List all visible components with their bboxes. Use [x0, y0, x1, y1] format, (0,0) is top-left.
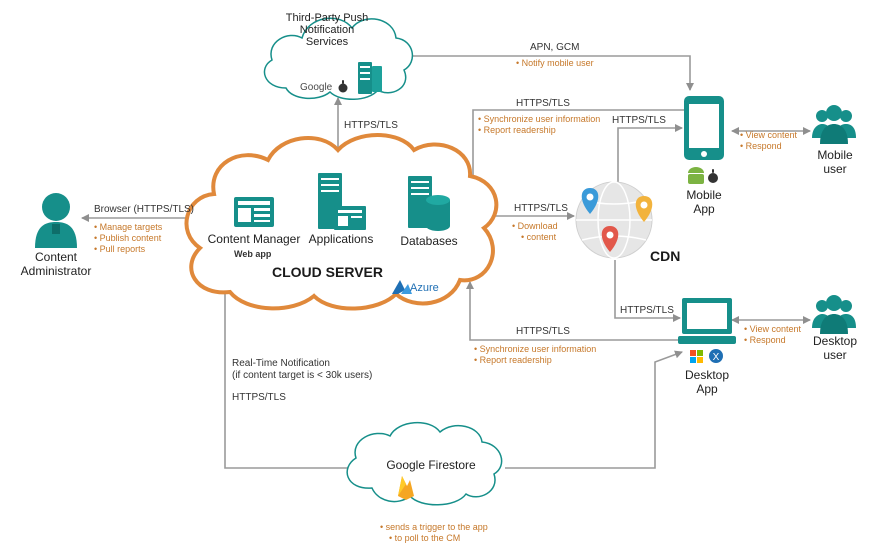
desktop-app-label-line2: App	[696, 382, 718, 396]
android-icon	[688, 167, 704, 184]
bullet-view-desktop: View content	[744, 324, 801, 335]
edge-cdn-to-mobile	[617, 124, 683, 190]
pin-blue-icon	[581, 188, 599, 214]
label-https-push: HTTPS/TLS	[344, 120, 398, 131]
bullet-notify-mobile: Notify mobile user	[516, 58, 594, 69]
content-manager-label: Content Manager	[207, 232, 301, 246]
windows-icon	[690, 350, 703, 363]
bullet-trigger: sends a trigger to the app	[380, 522, 488, 533]
edge-cdn-to-desktop	[614, 260, 681, 322]
bullet-view-mobile: View content	[740, 130, 797, 141]
label-https-mobile-cdn: HTTPS/TLS	[612, 115, 666, 126]
admin-label-line2: Administrator	[20, 264, 92, 278]
desktop-user-label-line2: user	[823, 348, 847, 362]
desktop-app-label: Desktop App	[680, 368, 734, 396]
bullets-firestore: sends a trigger to the app to poll to th…	[380, 522, 488, 544]
edge-firestore-to-desktop	[505, 350, 683, 469]
databases-icon	[408, 176, 450, 231]
bullets-desktop-user: View content Respond	[744, 324, 801, 346]
desktop-user-label: Desktop user	[810, 334, 860, 362]
label-apn: APN, GCM	[530, 42, 580, 53]
bullet-sync-user-desktop: Synchronize user information	[474, 344, 597, 355]
azure-logo-icon	[392, 280, 412, 294]
desktop-user-label-line1: Desktop	[812, 334, 858, 348]
macos-x-icon: X	[709, 349, 723, 363]
bullets-cdn: Download content	[512, 221, 558, 243]
bullet-report: Report readership	[478, 125, 600, 136]
label-https-desktop-sync: HTTPS/TLS	[516, 326, 570, 337]
label-realtime: Real-Time Notification (if content targe…	[232, 358, 372, 382]
edge-mobile-sync	[469, 109, 684, 189]
push-title-line3: Services	[305, 36, 349, 48]
mobile-apple-icon	[708, 169, 718, 183]
desktop-user-group-icon	[812, 295, 856, 334]
apple-logo-icon	[338, 80, 348, 93]
pin-red-icon	[601, 226, 619, 252]
edge-desktop-sync	[466, 281, 684, 341]
azure-label: Azure	[410, 282, 439, 294]
bullets-mobile-sync: Synchronize user information Report read…	[478, 114, 601, 136]
mobile-app-label-line1: Mobile	[686, 188, 722, 202]
cdn-label: CDN	[650, 248, 681, 264]
desktop-computer-icon	[678, 298, 736, 344]
push-title-line2: Notification	[299, 24, 355, 36]
label-https-mobile-sync: HTTPS/TLS	[516, 98, 570, 109]
edge-cloud-to-firestore	[224, 288, 360, 469]
firebase-icon	[398, 476, 414, 500]
bullet-manage-targets: Manage targets	[94, 222, 163, 233]
mobile-app-label: Mobile App	[680, 188, 728, 216]
desktop-app-label-line1: Desktop	[684, 368, 730, 382]
push-server-icon	[358, 62, 382, 94]
applications-label: Applications	[308, 232, 374, 246]
label-https-cdn: HTTPS/TLS	[514, 203, 568, 214]
firestore-cloud	[346, 421, 503, 506]
content-manager-icon	[234, 197, 274, 227]
label-https-desktop-cdn: HTTPS/TLS	[620, 305, 674, 316]
mobile-user-group-icon	[812, 105, 856, 144]
bullet-respond-mobile: Respond	[740, 141, 797, 152]
mobile-phone-icon	[684, 96, 724, 160]
push-title: Third-Party Push Notification Services	[272, 12, 382, 48]
push-title-line1: Third-Party Push	[285, 12, 369, 24]
bullets-desktop-sync: Synchronize user information Report read…	[474, 344, 597, 366]
label-https-firestore: HTTPS/TLS	[232, 392, 286, 403]
bullets-mobile-user: View content Respond	[740, 130, 797, 152]
svg-text:X: X	[713, 352, 720, 363]
bullet-download-cont: content	[512, 232, 558, 243]
bullet-sync-user: Synchronize user information	[478, 114, 601, 125]
bullet-respond-desktop: Respond	[744, 335, 801, 346]
label-realtime-line2: (if content target is < 30k users)	[232, 370, 373, 381]
mobile-user-label: Mobile user	[812, 148, 858, 176]
bullet-report-desktop: Report readership	[474, 355, 596, 366]
label-browser: Browser (HTTPS/TLS)	[94, 204, 195, 215]
label-realtime-line1: Real-Time Notification	[232, 358, 330, 369]
firestore-label: Google Firestore	[386, 458, 476, 472]
pin-yellow-icon	[635, 196, 653, 222]
bullet-poll: to poll to the CM	[380, 533, 488, 544]
content-manager-sub: Web app	[234, 249, 272, 259]
mobile-user-label-line2: user	[823, 162, 847, 176]
bullet-pull-reports: Pull reports	[94, 244, 162, 255]
mobile-app-label-line2: App	[693, 202, 715, 216]
admin-label-line1: Content	[34, 250, 78, 264]
admin-label: Content Administrator	[8, 250, 104, 278]
bullets-notify: Notify mobile user	[516, 58, 594, 69]
databases-label: Databases	[400, 234, 458, 248]
cloud-server-title: CLOUD SERVER	[272, 264, 383, 280]
bullet-publish: Publish content	[94, 233, 162, 244]
bullet-download: Download	[512, 221, 558, 232]
applications-icon	[318, 173, 366, 230]
google-logo-text: Google	[300, 82, 333, 93]
bullets-admin: Manage targets Publish content Pull repo…	[94, 222, 163, 255]
edge-push-to-mobile	[395, 55, 694, 91]
mobile-user-label-line1: Mobile	[817, 148, 853, 162]
admin-person-icon	[35, 193, 77, 248]
